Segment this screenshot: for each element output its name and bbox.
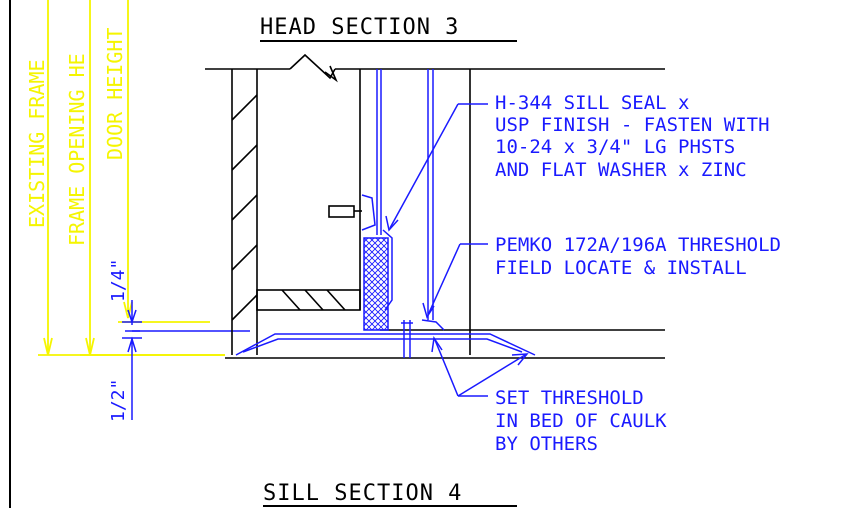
caulk-callout: SET THRESHOLD IN BED OF CAULK BY OTHERS [495,387,667,455]
head-section-title: HEAD SECTION 3 [260,15,459,40]
threshold-line-1: PEMKO 172A/196A THRESHOLD [495,234,781,256]
sill-section-title: SILL SECTION 4 [263,481,462,506]
head-wall-section [205,53,665,359]
caulk-line-3: BY OTHERS [495,433,598,455]
gap-half-label: 1/2" [108,379,129,422]
vertical-dimensions [38,0,225,356]
caulk-line-2: IN BED OF CAULK [495,410,667,432]
door-and-hardware [235,69,536,358]
threshold-line-2: FIELD LOCATE & INSTALL [495,257,747,279]
threshold-callout: PEMKO 172A/196A THRESHOLD FIELD LOCATE &… [495,234,781,279]
sill-seal-line-3: 10-24 x 3/4" LG PHSTS [495,136,735,158]
door-height-label: DOOR HEIGHT [103,28,127,160]
sill-seal-insert [363,237,389,331]
frame-opening-label: FRAME OPENING HE [65,53,89,246]
gap-dimension-lines [122,300,250,420]
sill-seal-line-4: AND FLAT WASHER x ZINC [495,159,747,181]
caulk-line-1: SET THRESHOLD [495,387,644,409]
sill-section-title-group: SILL SECTION 4 [263,481,517,507]
existing-frame-label: EXISTING FRAME [25,59,49,228]
sill-seal-callout: H-344 SILL SEAL x USP FINISH - FASTEN WI… [495,92,770,181]
callout-leaders [385,103,529,397]
sill-seal-line-1: H-344 SILL SEAL x [495,92,689,114]
sill-seal-line-2: USP FINISH - FASTEN WITH [495,114,770,136]
gap-quarter-label: 1/4" [108,259,129,302]
head-section-title-group: HEAD SECTION 3 [260,15,517,42]
